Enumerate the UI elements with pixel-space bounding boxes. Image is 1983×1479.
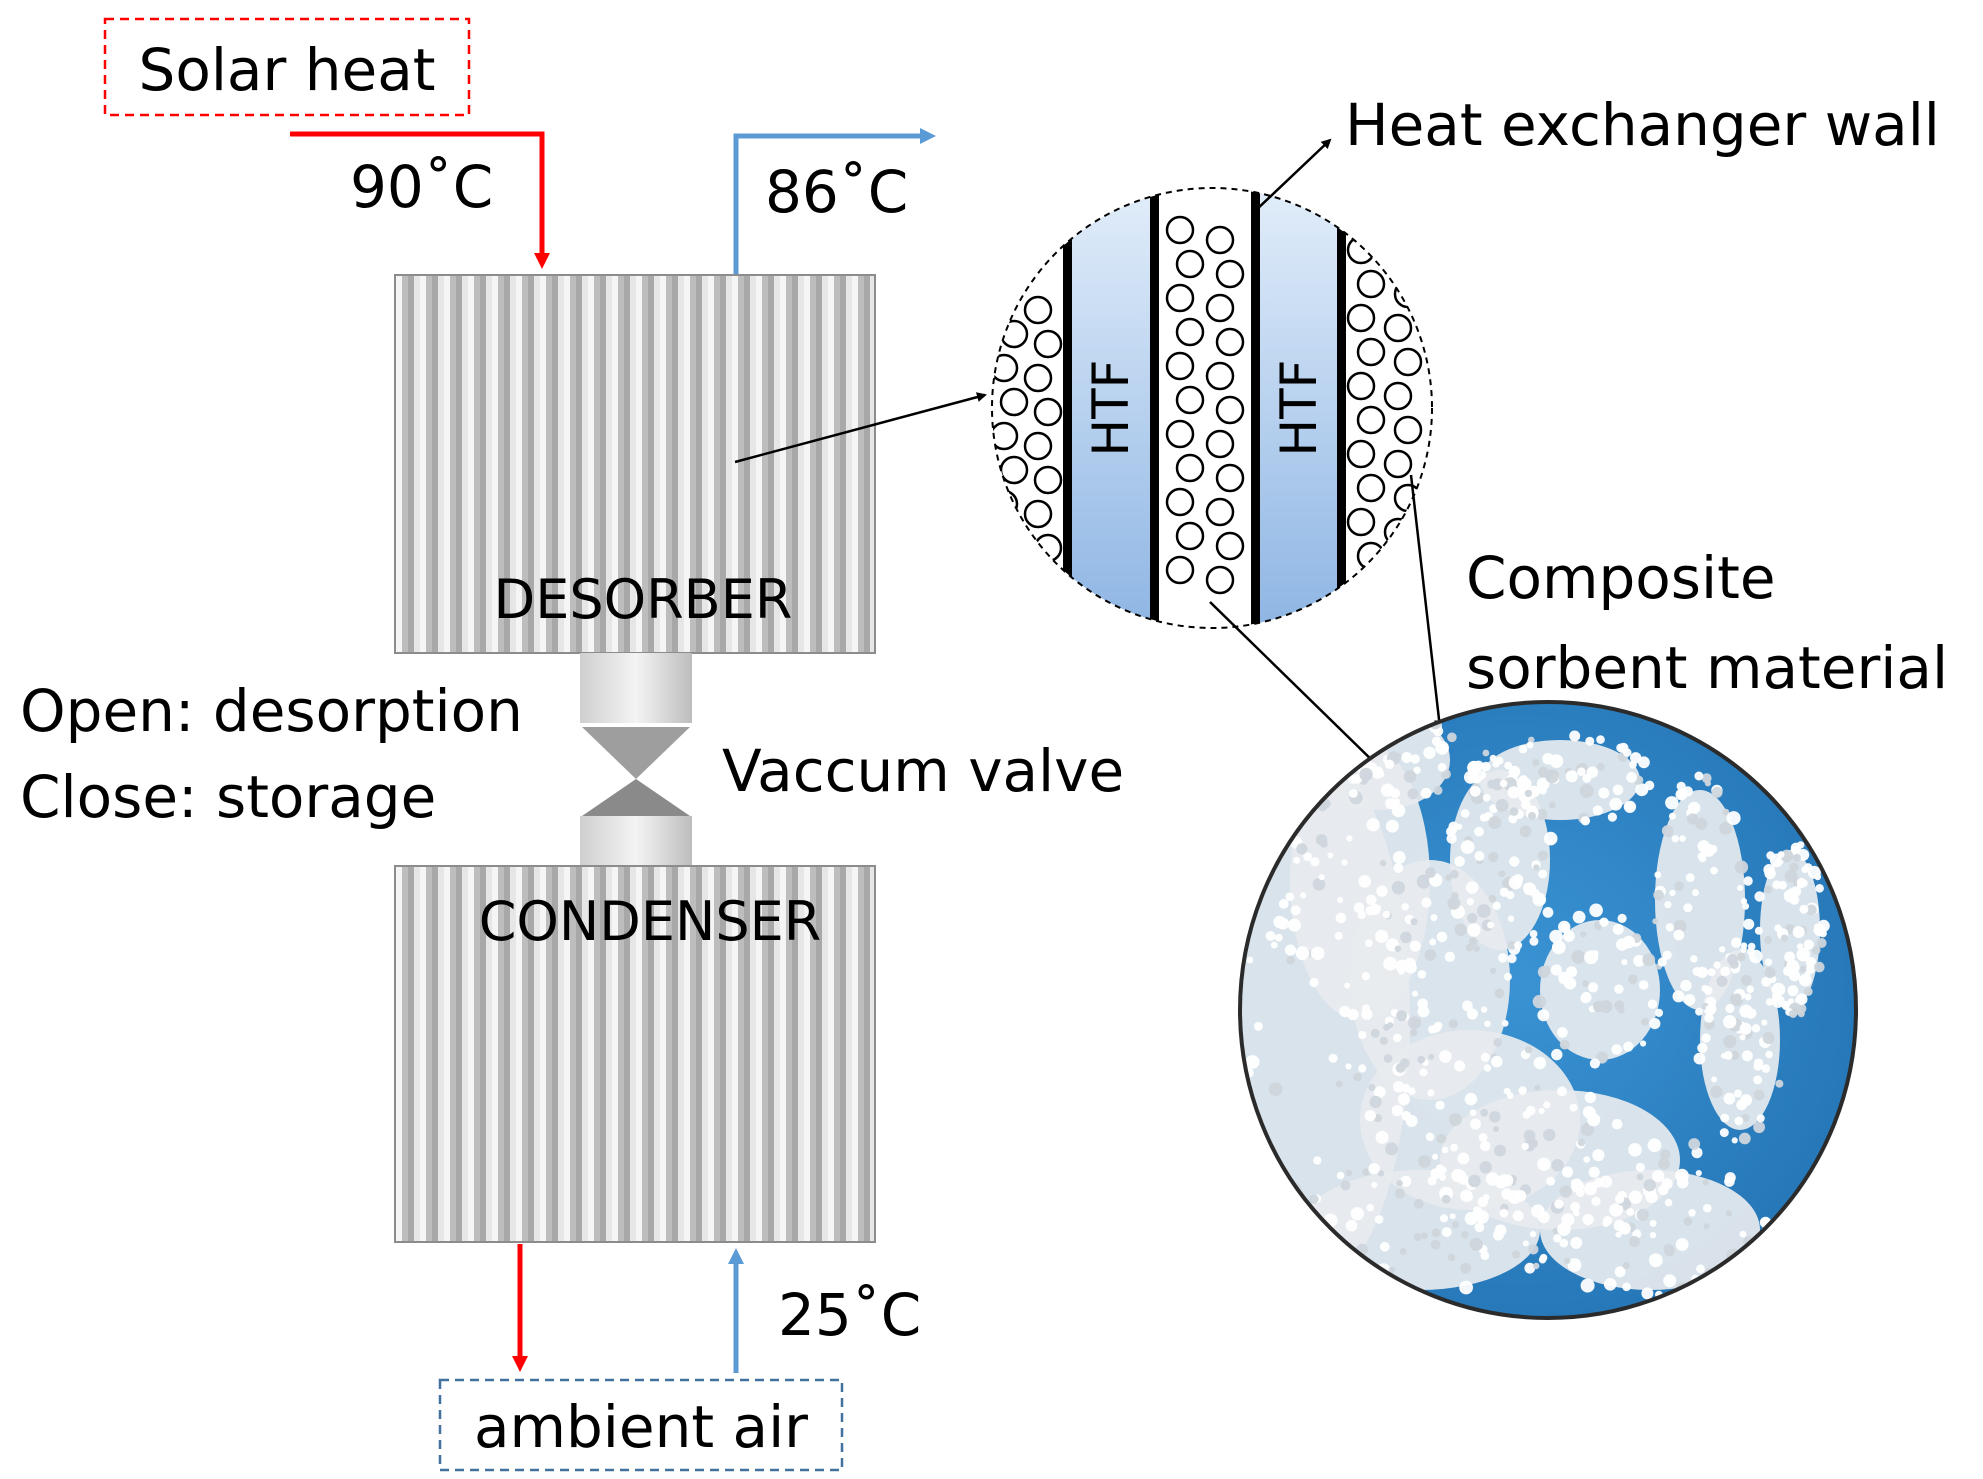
desorber-unit: DESORBER	[394, 274, 876, 654]
heat-exchanger-detail: HTF HTF	[991, 187, 1433, 629]
composite-label-line2: sorbent material	[1466, 634, 1948, 702]
solar-heat-box: Solar heat	[103, 17, 471, 117]
zoom-arrow-icon	[734, 392, 987, 464]
hot-inlet-temperature: 90˚C	[350, 153, 493, 221]
htf-label-right: HTF	[1270, 360, 1328, 457]
hot-outlet-pipe	[733, 128, 936, 275]
hot-outlet-temperature: 86˚C	[765, 158, 908, 226]
ambient-air-label: ambient air	[474, 1393, 808, 1461]
condenser-unit: CONDENSER	[394, 865, 876, 1243]
hot-inlet-pipe	[290, 131, 550, 269]
solar-heat-label: Solar heat	[139, 36, 436, 104]
heat-exchanger-wall-label: Heat exchanger wall	[1345, 91, 1940, 159]
htf-channel-left	[1070, 188, 1152, 628]
condenser-label: CONDENSER	[479, 890, 822, 953]
composite-sorbent-photo	[1238, 700, 1858, 1320]
bowtie-valve-icon	[582, 727, 690, 779]
wall-pointer-arrow	[1253, 138, 1332, 213]
granule-pointer-arrow-left	[1209, 601, 1382, 770]
htf-label-left: HTF	[1082, 360, 1140, 457]
ambient-air-box: ambient air	[438, 1378, 844, 1472]
composite-label-line1: Composite	[1466, 544, 1776, 612]
valve-close-text: Close: storage	[20, 763, 436, 831]
ambient-temperature: 25˚C	[778, 1281, 921, 1349]
htf-channel-right	[1258, 188, 1340, 628]
vacuum-valve-label: Vaccum valve	[722, 737, 1124, 805]
valve-open-text: Open: desorption	[20, 677, 523, 745]
desorber-label: DESORBER	[494, 568, 793, 631]
vacuum-valve-assembly	[580, 653, 692, 866]
granule-pointer-arrow-right	[1409, 474, 1445, 730]
